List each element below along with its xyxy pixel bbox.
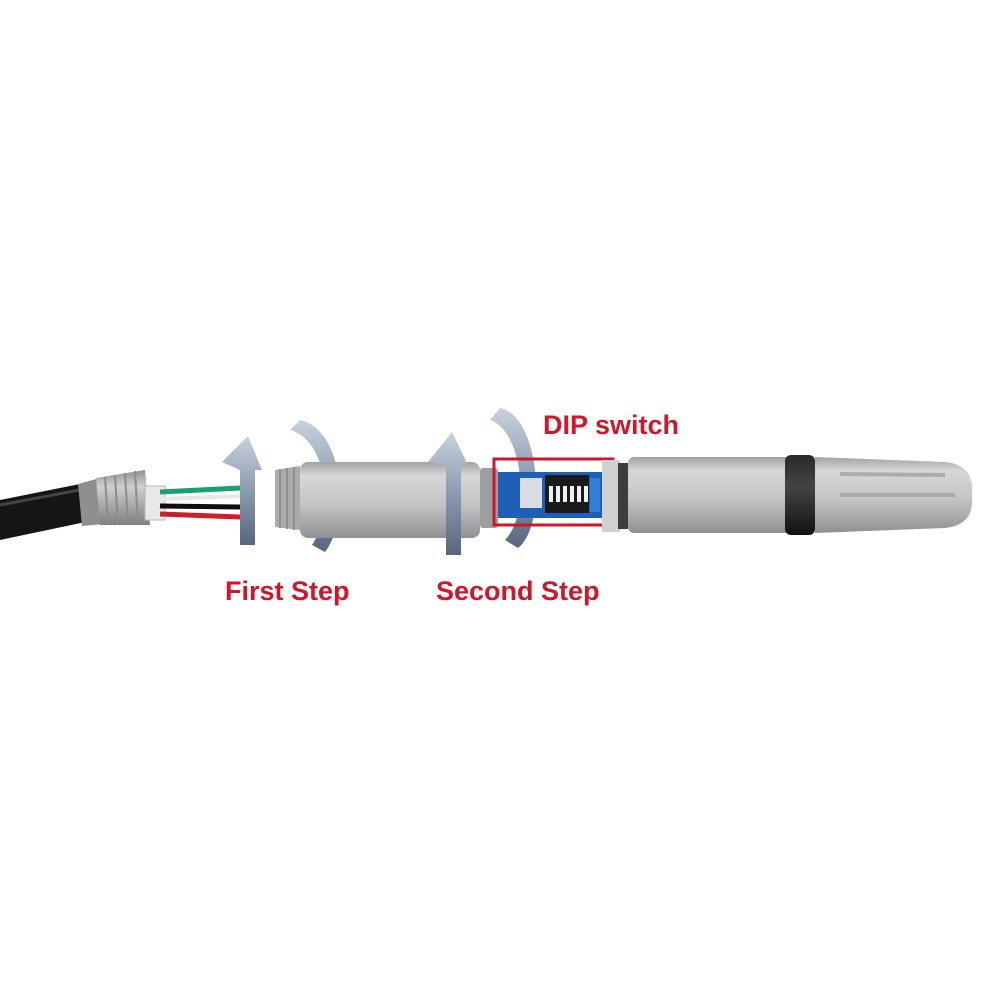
- cable: [0, 482, 95, 540]
- exposed-wires: [159, 485, 241, 520]
- dip-switch-label: DIP switch: [543, 410, 680, 440]
- pcb-board: [498, 472, 602, 518]
- first-step-label: First Step: [225, 576, 350, 606]
- connector-ring: [602, 460, 628, 532]
- second-step-label: Second Step: [436, 576, 600, 606]
- sensor-housing-middle: [275, 462, 480, 538]
- sensor-probe: [628, 455, 973, 535]
- cable-gland-nut: [78, 470, 166, 526]
